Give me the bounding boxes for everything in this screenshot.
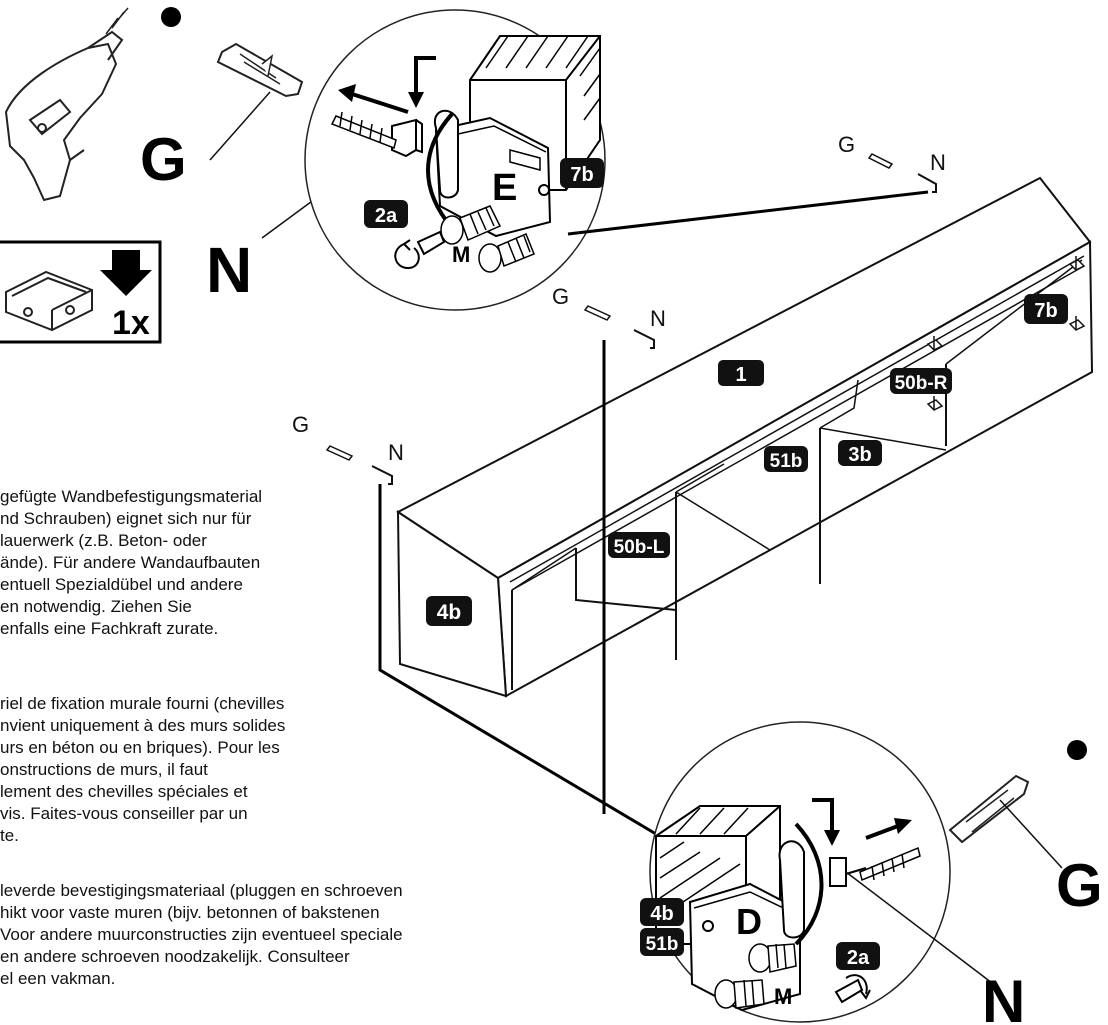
part-d-label: D	[736, 901, 762, 942]
svg-text:51b: 51b	[646, 934, 679, 955]
tag-2a-top: 2a	[364, 200, 408, 228]
svg-text:7b: 7b	[1034, 300, 1057, 322]
svg-text:50b-L: 50b-L	[614, 537, 665, 558]
drill-icon	[4, 7, 129, 202]
svg-text:3b: 3b	[848, 444, 871, 466]
g-label-top: G	[140, 126, 187, 193]
plug-box: 1x	[0, 240, 162, 344]
dutch-warning-text: leverde bevestigingsmateriaal (pluggen e…	[0, 881, 403, 988]
arrow-down-icon	[100, 250, 152, 296]
tag-4b: 4b	[426, 596, 472, 626]
mount-point-middle: G N	[552, 284, 666, 349]
mount-point-right: G N	[838, 132, 946, 193]
rotate-icon-bottom	[834, 974, 871, 1004]
part-e-label: E	[492, 167, 517, 209]
german-warning-text: gefügte Wandbefestigungsmaterial nd Schr…	[0, 487, 263, 638]
tag-7b-cabinet: 7b	[1024, 294, 1068, 324]
svg-text:7b: 7b	[570, 164, 593, 186]
step-dot	[161, 7, 181, 27]
tag-4b-detail: 4b	[640, 898, 684, 926]
g-label-bottom: G	[1056, 852, 1103, 919]
svg-text:G: G	[292, 412, 309, 437]
n-label-bottom: N	[982, 968, 1025, 1025]
svg-text:50b-R: 50b-R	[895, 373, 948, 394]
french-warning-text: riel de fixation murale fourni (cheville…	[0, 694, 286, 845]
tag-51b: 51b	[764, 446, 808, 472]
wall-plug-icon	[216, 42, 304, 98]
svg-text:4b: 4b	[650, 903, 673, 925]
cam-screws-top	[440, 205, 535, 273]
bracket-icon	[5, 270, 93, 332]
svg-text:2a: 2a	[847, 947, 870, 969]
qty-label: 1x	[112, 304, 150, 342]
tag-3b: 3b	[838, 440, 882, 466]
svg-text:N: N	[388, 440, 404, 465]
svg-text:N: N	[650, 306, 666, 331]
svg-text:4b: 4b	[437, 601, 462, 624]
svg-text:51b: 51b	[770, 451, 803, 472]
detail-circle-top: E M	[304, 9, 606, 311]
tag-1: 1	[718, 360, 764, 386]
wall-plug-icon-bottom	[948, 774, 1030, 844]
hook-n-top	[391, 118, 423, 158]
m-label-bottom: M	[774, 984, 792, 1009]
connector-marks	[926, 256, 1086, 411]
mount-point-left: G N	[292, 412, 404, 485]
rotate-icon	[394, 230, 446, 270]
svg-text:G: G	[552, 284, 569, 309]
screw-icon-bottom	[859, 846, 921, 882]
cam-screws-bottom	[714, 943, 797, 1009]
step-dot-bottom	[1067, 740, 1087, 760]
tag-2a-bottom: 2a	[836, 942, 880, 970]
svg-text:2a: 2a	[375, 205, 398, 227]
svg-text:G: G	[838, 132, 855, 157]
tag-51b-detail: 51b	[640, 928, 684, 956]
m-label-top: M	[452, 242, 470, 267]
hook-n-bottom	[829, 857, 867, 887]
svg-text:N: N	[930, 150, 946, 175]
n-label-top: N	[206, 234, 252, 306]
tag-7b-detail: 7b	[560, 158, 604, 188]
svg-text:1: 1	[735, 364, 746, 386]
tag-50b-l: 50b-L	[608, 532, 670, 558]
detail-circle-bottom: D M	[649, 721, 951, 1023]
screw-icon	[330, 111, 397, 150]
tag-50b-r: 50b-R	[890, 368, 952, 394]
